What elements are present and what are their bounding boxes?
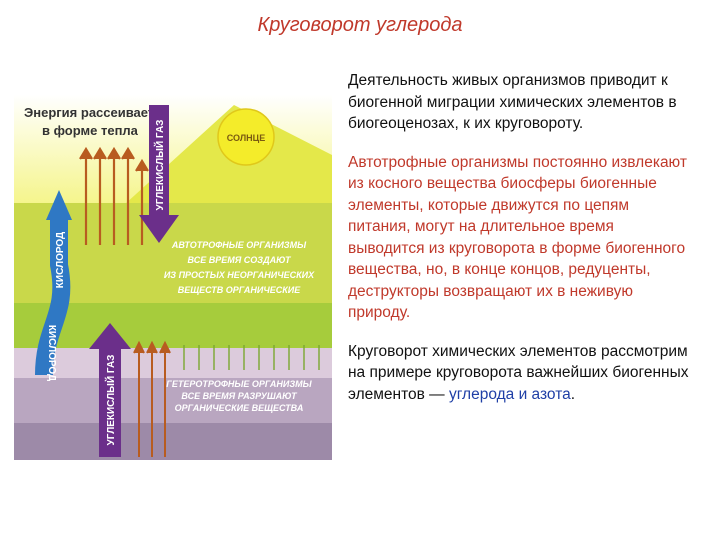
- energy-label-line1: Энергия рассеивается: [24, 105, 169, 120]
- co2-arrow-up: [89, 323, 131, 457]
- heterotroph-line3: ОРГАНИЧЕСКИЕ ВЕЩЕСТВА: [175, 403, 304, 413]
- paragraph-living-organisms: Деятельность живых организмов приводит к…: [348, 72, 677, 132]
- oxygen-arrow: [35, 190, 72, 376]
- lavender-band: [14, 348, 332, 378]
- paragraph-end: .: [570, 385, 576, 403]
- heat-arrows: [79, 146, 149, 245]
- energy-label-line2: в форме тепла: [42, 123, 139, 138]
- heterotroph-band: [14, 378, 332, 423]
- heterotroph-line1: ГЕТЕРОТРОФНЫЕ ОРГАНИЗМЫ: [166, 379, 312, 389]
- autotroph-line4: ВЕЩЕСТВ ОРГАНИЧЕСКИЕ: [178, 285, 301, 295]
- paragraph-autotrophs: Автотрофные организмы постоянно извлекаю…: [348, 153, 687, 322]
- sun-icon: [217, 108, 275, 166]
- heterotroph-text: ГЕТЕРОТРОФНЫЕ ОРГАНИЗМЫ ВСЕ ВРЕМЯ РАЗРУШ…: [166, 379, 312, 413]
- heterotroph-line2: ВСЕ ВРЕМЯ РАЗРУШАЮТ: [181, 391, 298, 401]
- autotroph-line3: ИЗ ПРОСТЫХ НЕОРГАНИЧЕСКИХ: [164, 270, 315, 280]
- highlight-carbon-nitrogen: углерода и азота: [448, 385, 571, 403]
- return-arrows: [133, 340, 171, 457]
- text-column: Деятельность живых организмов приводит к…: [348, 70, 693, 405]
- autotroph-line2: ВСЕ ВРЕМЯ СОЗДАЮТ: [187, 255, 292, 265]
- autotroph-text: АВТОТРОФНЫЕ ОРГАНИЗМЫ ВСЕ ВРЕМЯ СОЗДАЮТ …: [164, 240, 315, 295]
- paragraph-carbon-nitrogen: Круговорот химических элементов рассмотр…: [348, 341, 693, 406]
- co2-label-top: УГЛЕКИСЛЫЙ ГАЗ: [153, 120, 166, 211]
- carbon-cycle-diagram: СОЛНЦЕ Энергия рассеивается в форме тепл…: [14, 95, 332, 460]
- sun-label: СОЛНЦЕ: [227, 133, 265, 143]
- green-arrows: [183, 345, 320, 370]
- oxygen-label-bottom: КИСЛОРОД: [46, 325, 57, 381]
- co2-arrow-down: [139, 105, 179, 243]
- co2-label-bottom: УГЛЕКИСЛЫЙ ГАЗ: [104, 355, 117, 446]
- paragraph-main-text: Круговорот химических элементов рассмотр…: [348, 342, 689, 403]
- autotroph-line1: АВТОТРОФНЫЕ ОРГАНИЗМЫ: [171, 240, 307, 250]
- slide-title: Круговорот углерода: [257, 14, 463, 36]
- oxygen-label-top: КИСЛОРОД: [55, 232, 66, 288]
- soil-band: [14, 423, 332, 460]
